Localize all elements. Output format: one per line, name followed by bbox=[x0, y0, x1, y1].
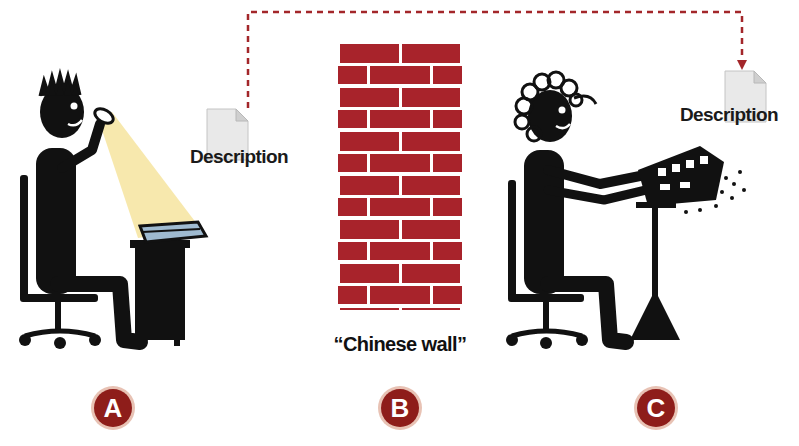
callout-letter: A bbox=[90, 385, 136, 431]
document-node: Description bbox=[190, 108, 310, 172]
letter-badge: A bbox=[90, 385, 136, 431]
letter-badge: C bbox=[633, 385, 679, 431]
wall-caption: “Chinese wall” bbox=[290, 332, 510, 356]
reader-figure bbox=[19, 74, 206, 349]
callout-letter: C bbox=[633, 385, 679, 431]
dashed-arrow bbox=[248, 12, 742, 108]
badge-ring bbox=[634, 386, 678, 430]
letter-badge: B bbox=[377, 385, 423, 431]
page-fold bbox=[236, 109, 248, 121]
document-label: Description bbox=[680, 104, 798, 126]
badge-ring bbox=[91, 386, 135, 430]
callout-letter: B bbox=[377, 385, 423, 431]
brick-wall bbox=[338, 42, 462, 310]
document-label: Description bbox=[190, 146, 310, 168]
page-fold bbox=[754, 71, 766, 83]
document-node: Description bbox=[680, 70, 798, 130]
badge-ring bbox=[378, 386, 422, 430]
